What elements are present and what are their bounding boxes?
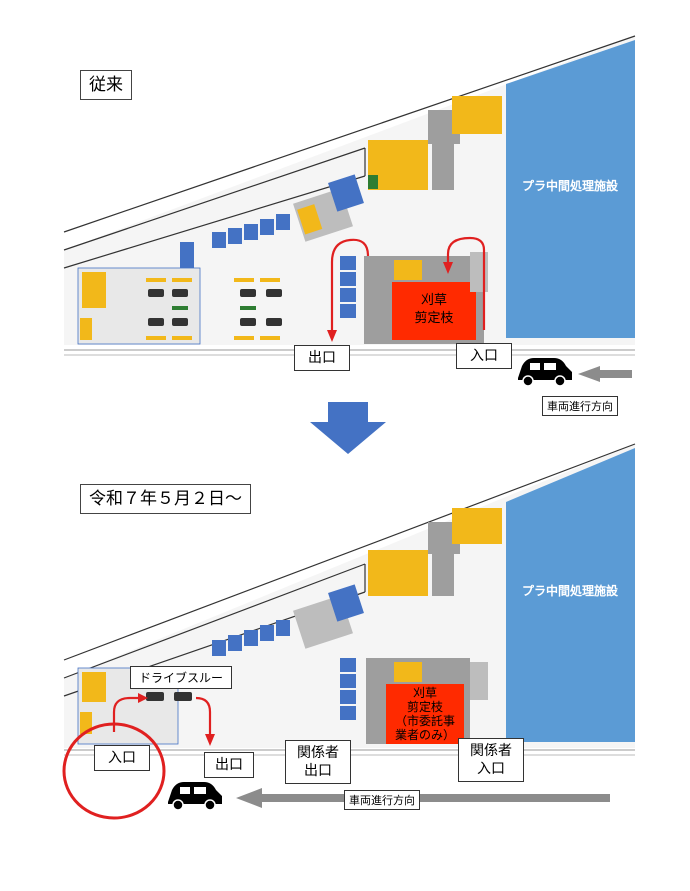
- drive-through-label: ドライブスルー: [130, 666, 233, 689]
- entrance-highlight-circle: [62, 722, 166, 820]
- staff-exit-label: 関係者 出口: [285, 740, 351, 784]
- facility-label-before: プラ中間処理施設: [522, 178, 619, 193]
- before-map: [63, 35, 636, 387]
- svg-text:プラ中間処理施設: プラ中間処理施設: [522, 178, 619, 193]
- staff-entrance-label: 関係者 入口: [458, 738, 524, 782]
- before-vehicle-direction: 車両進行方向: [542, 396, 618, 416]
- after-exit-label: 出口: [204, 752, 254, 778]
- before-entrance-label: 入口: [456, 343, 512, 369]
- before-exit-label: 出口: [294, 345, 350, 371]
- facility-label-after: プラ中間処理施設: [522, 583, 619, 598]
- after-map: [62, 443, 636, 820]
- after-title: 令和７年５月２日〜: [80, 484, 251, 514]
- transition-arrow-icon: [310, 402, 386, 454]
- grass-area-label-after: 刈草 剪定枝 （市委託事 業者のみ）: [394, 686, 455, 742]
- grass-area-label-before: 刈草 剪定枝: [414, 293, 454, 326]
- car-icon: [518, 358, 572, 387]
- after-vehicle-direction: 車両進行方向: [344, 790, 420, 810]
- after-entrance-label: 入口: [94, 745, 150, 771]
- before-title: 従来: [80, 70, 132, 100]
- car-icon: [168, 782, 222, 811]
- svg-text:プラ中間処理施設: プラ中間処理施設: [522, 583, 619, 598]
